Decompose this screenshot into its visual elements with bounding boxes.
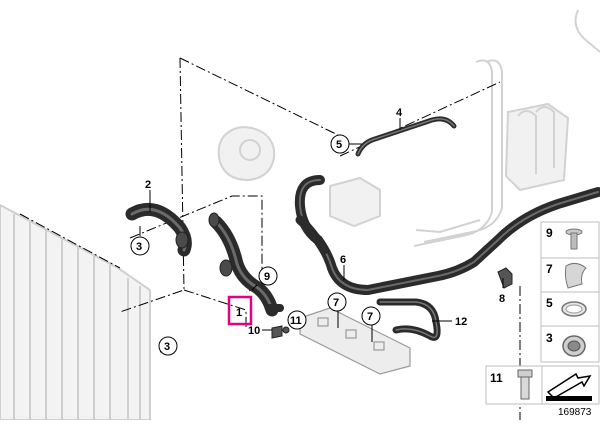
legend-label-5: 5 [546, 296, 553, 310]
callout-2: 2 [145, 179, 151, 191]
hose-2 [125, 202, 192, 257]
callout-3b: 3 [164, 341, 170, 353]
callouts: 2 3 4 5 6 9 1 7 7 8 10 11 12 3 [130, 107, 505, 356]
callout-11: 11 [290, 315, 302, 327]
legend-cell-11 [485, 365, 543, 405]
callout-circle-5 [330, 134, 350, 154]
radiator-ghost [0, 203, 151, 421]
callout-12: 12 [455, 316, 467, 328]
highlight-box-1 [227, 295, 253, 326]
diagram-arrow-icon [546, 372, 592, 401]
callout-7a: 7 [333, 297, 339, 309]
callout-circle-11 [287, 310, 307, 330]
callout-5: 5 [336, 139, 342, 151]
hose-1 [208, 212, 284, 317]
legend-label-3: 3 [546, 331, 553, 345]
bolt-icon [565, 228, 583, 250]
hex-screw-icon [517, 369, 533, 400]
callout-6: 6 [340, 254, 346, 266]
bracket-8 [497, 267, 513, 289]
expansion-tank-ghost [413, 9, 600, 247]
callout-4: 4 [396, 107, 403, 119]
callout-circle-9 [258, 266, 278, 286]
callout-9: 9 [264, 271, 270, 283]
callout-3a: 3 [136, 241, 142, 253]
callout-circle-7b [361, 306, 381, 326]
legend-cell-9 [540, 221, 600, 259]
thermostat-housing-ghost [217, 126, 381, 228]
hose-6 [294, 175, 600, 296]
clip-icon [564, 262, 587, 289]
quick-connector-icon [562, 335, 586, 357]
bracket-10 [271, 325, 290, 339]
callout-circle-3a [130, 236, 150, 256]
callout-8: 8 [499, 293, 505, 305]
callout-circle-7a [327, 292, 347, 312]
callout-7b: 7 [367, 311, 373, 323]
callout-circle-3b [158, 336, 178, 356]
assembly-boundary-lines [19, 57, 521, 420]
callout-1: 1 [236, 307, 242, 319]
clip-strip [299, 307, 411, 375]
diagram-id: 169873 [558, 407, 592, 418]
hose-4 [355, 116, 457, 157]
hose-12 [376, 298, 441, 341]
legend-label-7: 7 [546, 262, 553, 276]
parts-legend: 9 7 5 3 11 [485, 221, 600, 418]
callout-10: 10 [248, 325, 260, 337]
legend-label-9: 9 [546, 226, 553, 240]
hose-clamp-icon [561, 301, 587, 317]
legend-label-11: 11 [490, 371, 503, 385]
